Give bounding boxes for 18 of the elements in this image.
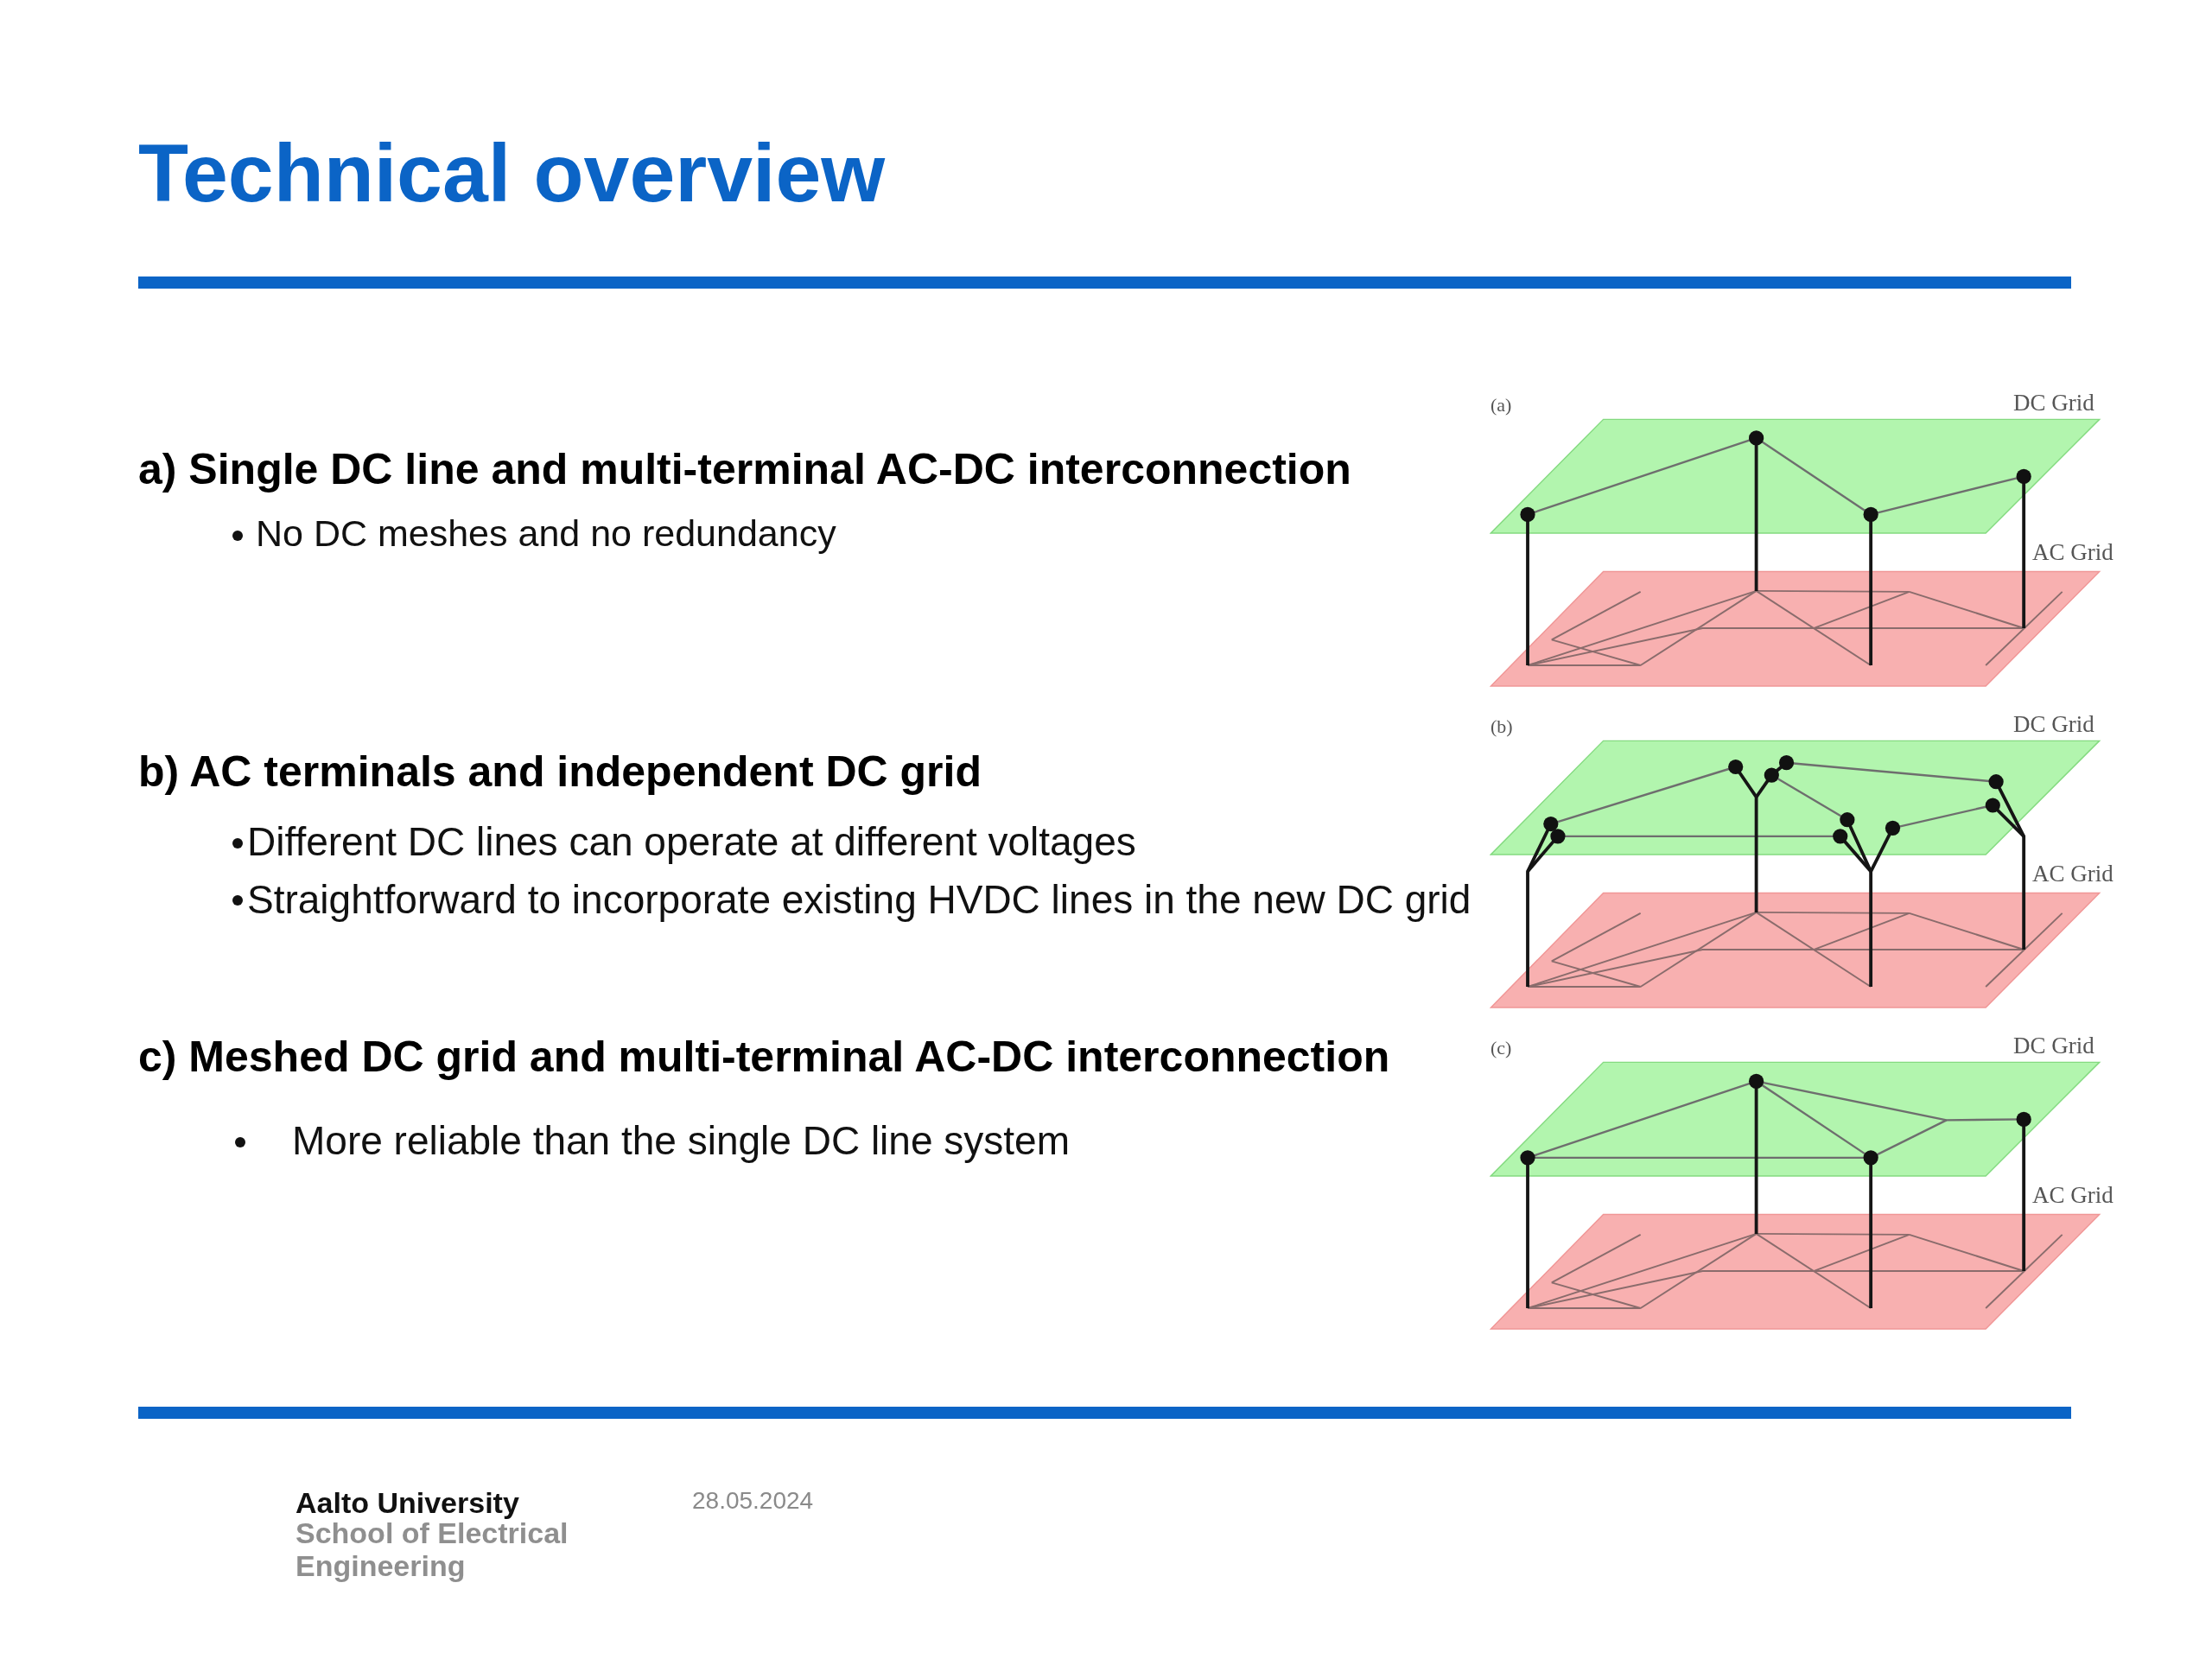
date-text: 28.05.2024 <box>692 1489 814 1513</box>
section-heading: a) Single DC line and multi-terminal AC-DC interconnection <box>138 448 1351 491</box>
layer-label: AC Grid <box>2032 541 2113 564</box>
layer-label: AC Grid <box>2032 1184 2113 1207</box>
panel-tag: (c) <box>1491 1039 1512 1058</box>
divider-bar <box>138 276 2071 289</box>
layer-label: AC Grid <box>2032 862 2113 886</box>
layer-label: DC Grid <box>2013 391 2094 415</box>
section-heading: b) AC terminals and independent DC grid <box>138 750 982 793</box>
panel-tag: (a) <box>1491 396 1512 415</box>
panel-tag: (b) <box>1491 717 1513 736</box>
section-heading: c) Meshed DC grid and multi-terminal AC-DC interconnection <box>138 1035 1390 1078</box>
layer-label: DC Grid <box>2013 713 2094 736</box>
divider-bar <box>138 1407 2071 1419</box>
bullet-text: No DC meshes and no redundancy <box>256 515 836 552</box>
slide-title: Technical overview <box>138 132 886 214</box>
layer-label: DC Grid <box>2013 1034 2094 1058</box>
university-name: Aalto University <box>296 1488 519 1517</box>
